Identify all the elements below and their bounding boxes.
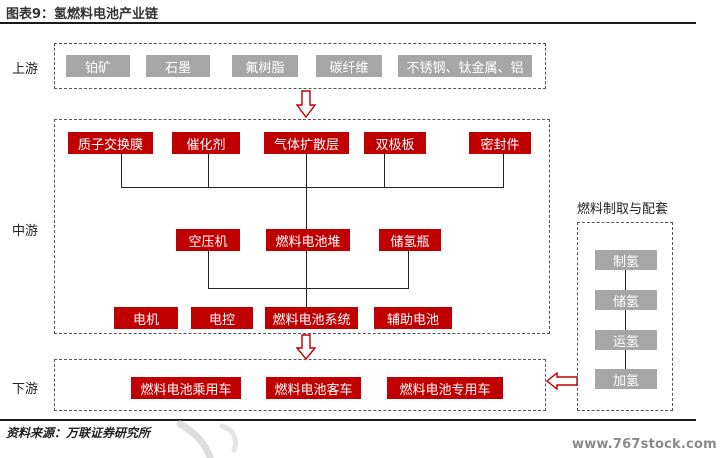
component-gas-diffusion-layer: 气体扩散层	[264, 132, 349, 154]
upstream-item-fluororesin: 氟树脂	[232, 55, 298, 77]
component-auxiliary-battery: 辅助电池	[374, 307, 452, 329]
connector-line	[408, 250, 409, 288]
supply-step-transport: 运氢	[595, 330, 657, 350]
left-arrow-icon	[546, 372, 578, 390]
upstream-box	[54, 43, 546, 89]
vehicle-special-purpose: 燃料电池专用车	[387, 377, 503, 399]
source-note: 资料来源：万联证券研究所	[6, 426, 151, 440]
stage-label-downstream: 下游	[12, 382, 39, 397]
connector-line	[208, 250, 209, 288]
connector-line	[208, 288, 409, 289]
stage-label-midstream: 中游	[12, 224, 39, 239]
component-seal: 密封件	[469, 132, 531, 154]
component-motor: 电机	[114, 307, 178, 329]
midstream-box	[54, 119, 550, 334]
component-fuel-cell-system: 燃料电池系统	[265, 307, 358, 329]
supply-box	[577, 222, 673, 411]
connector-line	[121, 153, 122, 187]
connector-line	[306, 250, 307, 308]
connector-line	[306, 153, 307, 229]
upstream-item-platinum: 铂矿	[66, 55, 130, 77]
stage-label-upstream: 上游	[12, 62, 39, 77]
component-membrane: 质子交换膜	[68, 132, 153, 154]
vehicle-passenger-car: 燃料电池乘用车	[131, 377, 241, 399]
top-rule	[0, 22, 696, 24]
component-hydrogen-tank: 储氢瓶	[379, 229, 441, 251]
upstream-item-carbon-fiber: 碳纤维	[316, 55, 382, 77]
site-watermark: www.767stock.com	[572, 437, 717, 452]
supply-title: 燃料制取与配套	[577, 202, 669, 217]
component-controller: 电控	[191, 307, 253, 329]
component-fuel-cell-stack: 燃料电池堆	[266, 229, 350, 251]
component-air-compressor: 空压机	[176, 229, 240, 251]
supply-step-refueling: 加氢	[595, 369, 657, 389]
upstream-item-graphite: 石墨	[146, 55, 210, 77]
downstream-box	[54, 359, 546, 411]
watermark-swoosh-icon	[176, 420, 238, 458]
supply-step-production: 制氢	[595, 250, 657, 270]
connector-line	[384, 153, 385, 187]
connector-line	[503, 153, 504, 187]
connector-line	[208, 153, 209, 187]
down-arrow-icon	[296, 90, 316, 118]
supply-step-storage: 储氢	[595, 290, 657, 310]
connector-line	[121, 187, 504, 188]
figure-title: 图表9：氢燃料电池产业链	[6, 7, 159, 22]
vehicle-bus: 燃料电池客车	[266, 377, 361, 399]
connector-line	[625, 260, 626, 380]
component-bipolar-plate: 双极板	[364, 132, 426, 154]
down-arrow-icon	[296, 334, 316, 360]
component-catalyst: 催化剂	[172, 132, 240, 154]
bottom-rule	[0, 419, 696, 421]
upstream-item-metals: 不锈钢、钛金属、铝	[398, 55, 532, 77]
